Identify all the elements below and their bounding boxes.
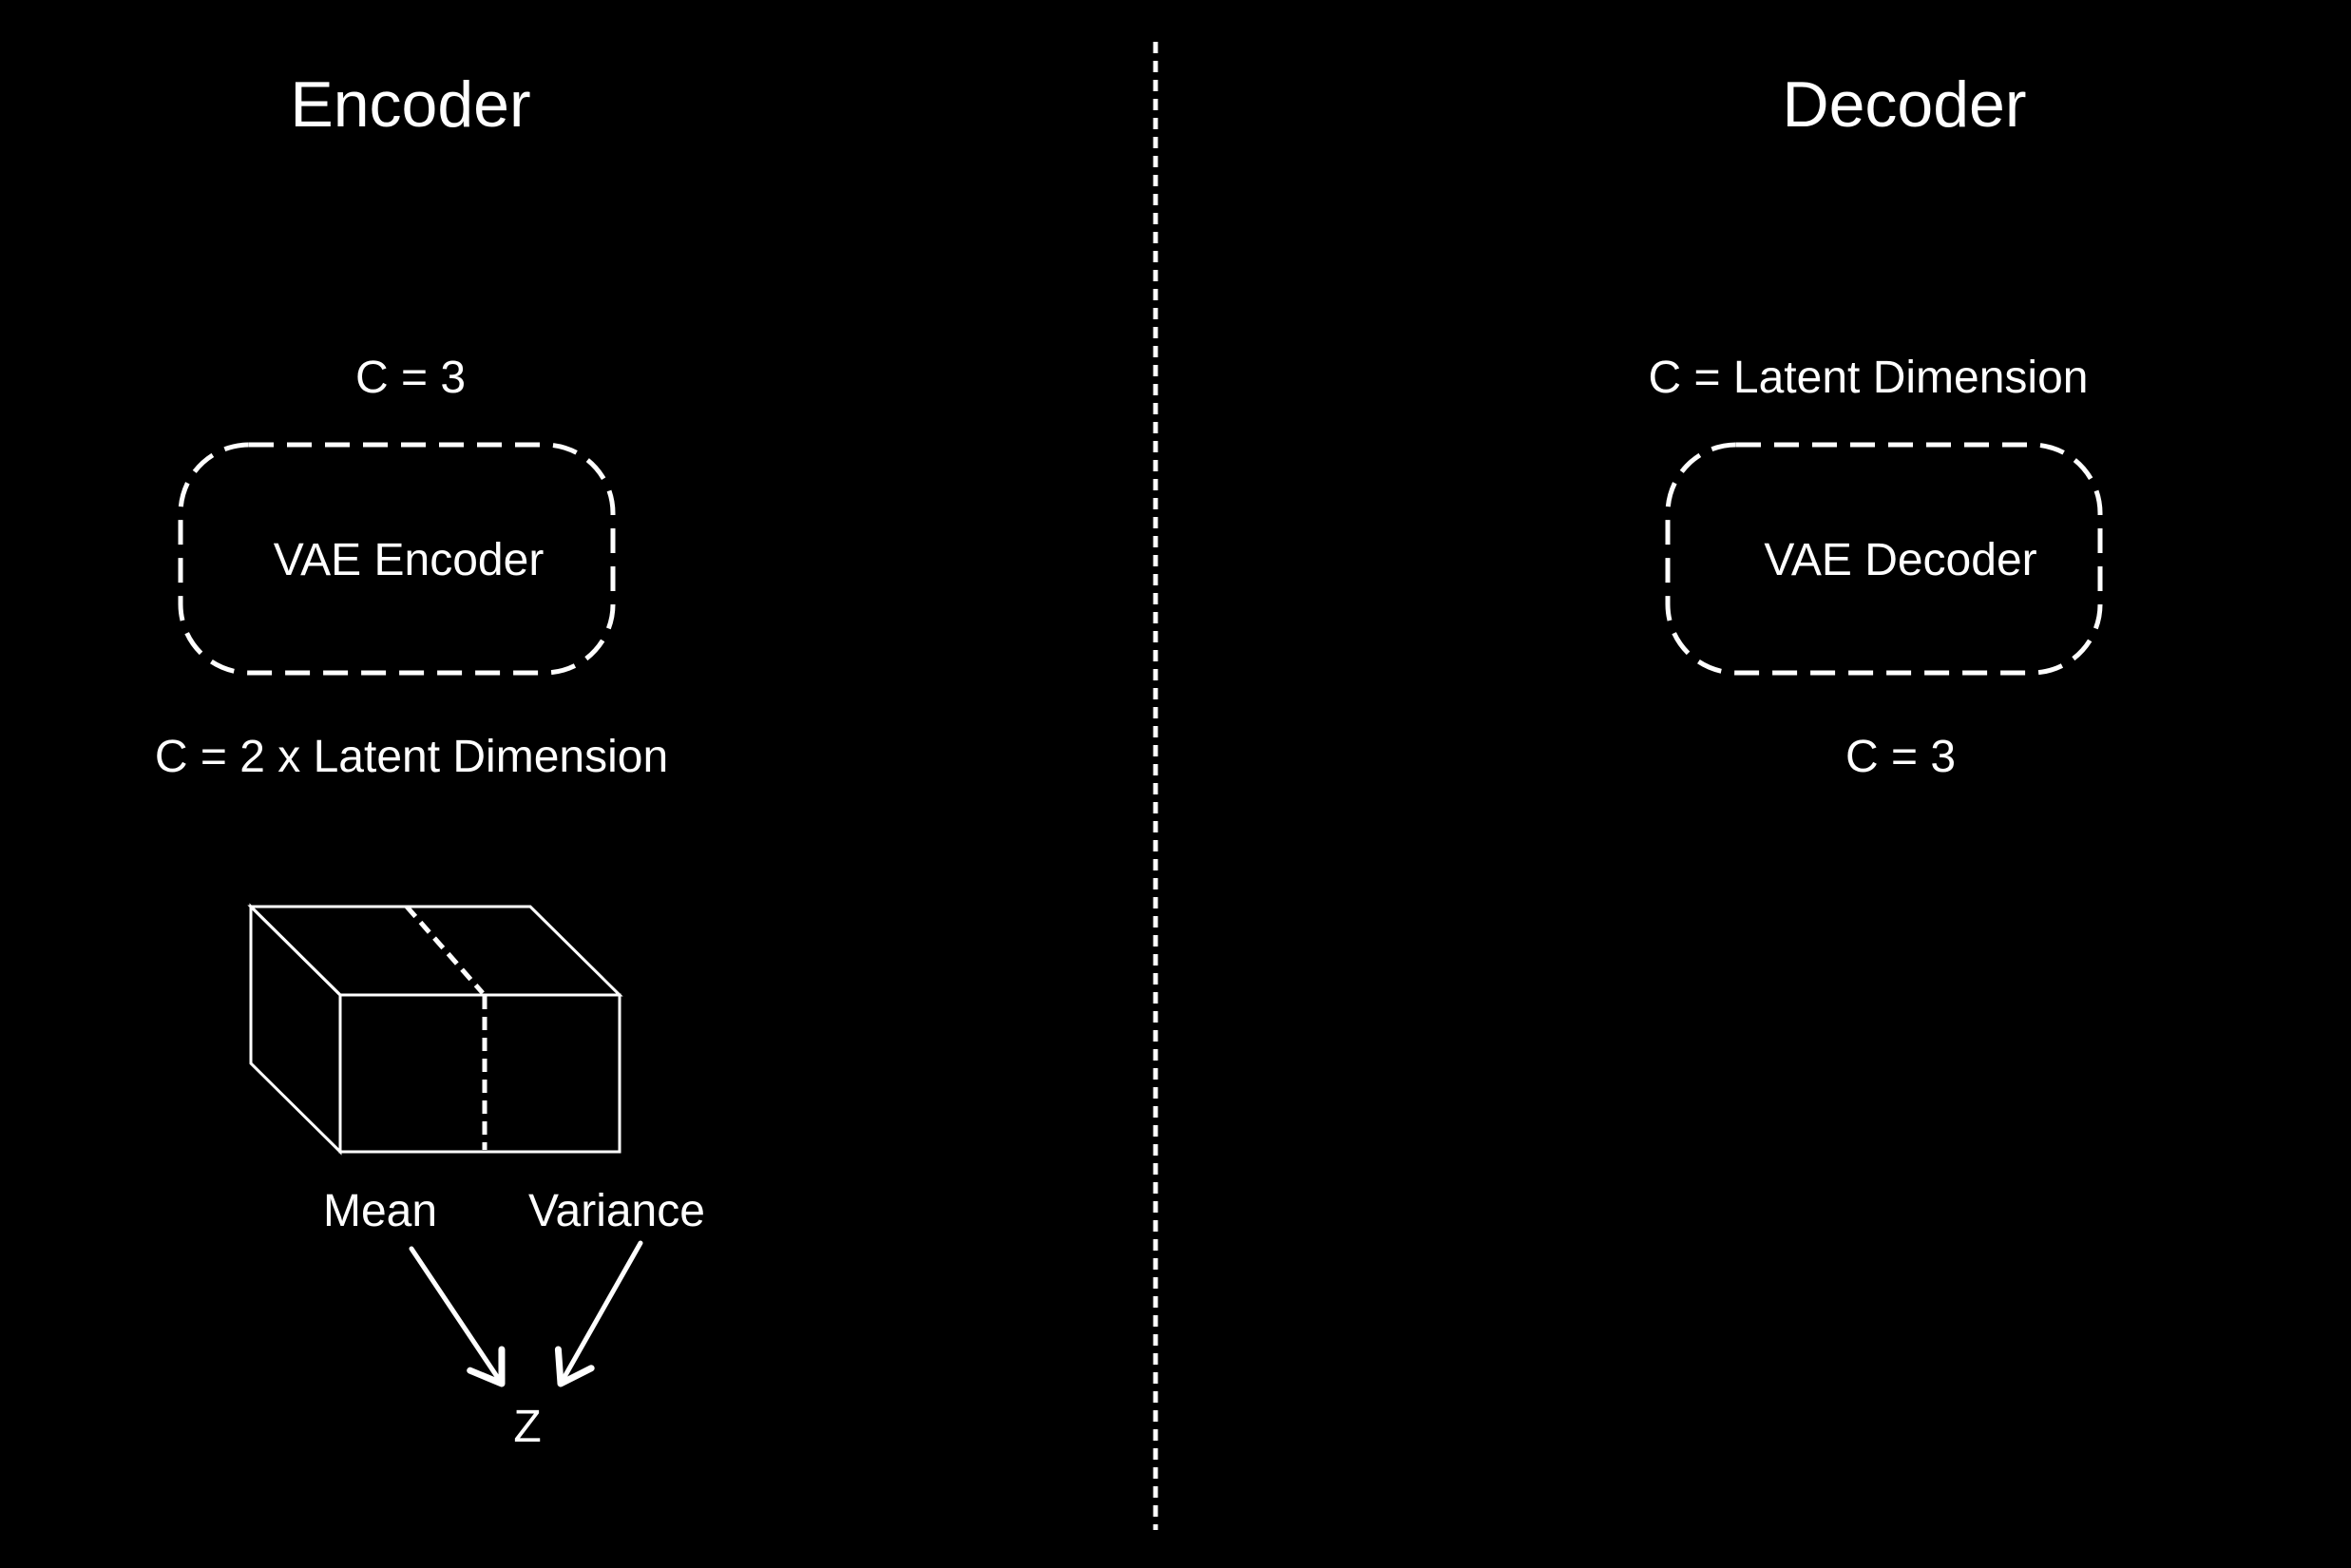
encoder-output-channels: C = 2 x Latent Dimension [154, 732, 669, 782]
cuboid-front-face [338, 993, 621, 1154]
decoder-block-label: VAE Decoder [1764, 535, 2037, 585]
latent-tensor-cuboid [247, 903, 623, 1156]
mean-to-z-arrow [409, 1246, 506, 1387]
cuboid-top-face [247, 905, 623, 997]
decoder-input-channels: C = Latent Dimension [1648, 353, 2089, 403]
variance-label: Variance [528, 1186, 705, 1236]
channel-split-line [405, 905, 487, 1150]
latent-sample-label: Z [513, 1402, 542, 1452]
encoder-block-label: VAE Encoder [273, 535, 545, 585]
mean-label: Mean [322, 1186, 438, 1236]
decoder-block-outline [1665, 442, 2103, 676]
decoder-title: Decoder [1782, 68, 2027, 141]
variance-to-z-arrow [554, 1240, 643, 1387]
encoder-title: Encoder [290, 68, 531, 141]
encoder-block-outline [178, 442, 616, 676]
cuboid-side-face [249, 903, 342, 1156]
decoder-output-channels: C = 3 [1844, 732, 1957, 782]
encoder-input-channels: C = 3 [354, 353, 467, 403]
